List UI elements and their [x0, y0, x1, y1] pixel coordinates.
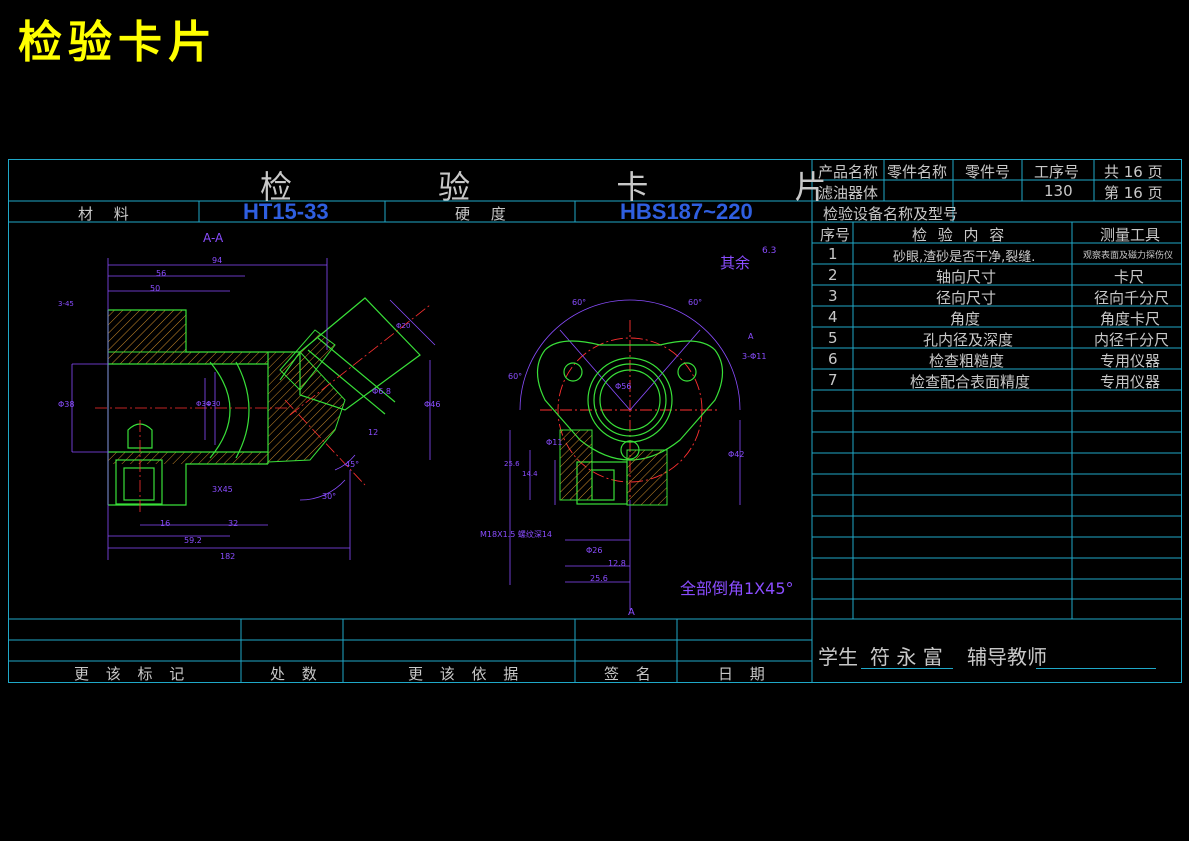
dimension-label: Φ20 [396, 322, 411, 330]
row-content: 检查粗糙度 [929, 352, 1005, 370]
equipment-label: 检验设备名称及型号 [823, 205, 959, 223]
inspection-card-frame [8, 159, 1182, 683]
table-header-content: 检 验 内 容 [912, 226, 1008, 244]
row-content: 检查配合表面精度 [910, 373, 1031, 391]
dimension-label: 30° [322, 492, 337, 501]
dimension-label: 60° [688, 298, 703, 307]
dimension-label: 12.8 [608, 559, 626, 568]
material-label: 材 料 [78, 205, 137, 223]
dimension-label: A [748, 332, 754, 341]
row-no: 3 [828, 287, 838, 305]
total-pages: 共 16 页 [1104, 163, 1163, 181]
footer-change-mark-label: 更 该 标 记 [74, 665, 191, 683]
hardness-value: HBS187~220 [620, 199, 753, 224]
part-name-label: 零件名称 [887, 163, 948, 181]
row-no: 5 [828, 329, 838, 347]
row-tool: 内径千分尺 [1094, 331, 1170, 349]
dimension-label: 50 [150, 284, 161, 293]
dimension-label: 25.6 [590, 574, 608, 583]
row-no: 7 [828, 371, 838, 389]
table-header-tool: 测量工具 [1100, 226, 1161, 244]
row-content: 孔内径及深度 [923, 331, 1014, 349]
dimension-label: 182 [220, 552, 236, 561]
end-view [509, 299, 741, 610]
dimension-label: 14.4 [522, 470, 538, 478]
dimension-label: Φ26 [586, 546, 603, 555]
footer-date-label: 日 期 [718, 665, 771, 683]
product-name-value: 滤油器体 [818, 184, 879, 202]
dimension-label: 3X45 [212, 485, 233, 494]
row-content: 径向尺寸 [936, 289, 997, 307]
roughness-note: 其余 [720, 254, 751, 272]
row-tool: 角度卡尺 [1100, 310, 1161, 328]
row-tool: 径向千分尺 [1094, 289, 1170, 307]
thread-note: M18X1.5 螺纹深14 [480, 530, 553, 539]
dimension-label: Φ6.8 [372, 387, 392, 396]
dimension-label: 25.6 [504, 460, 520, 468]
advisor-signature-line [1036, 668, 1156, 669]
dimension-label: Φ46 [424, 400, 441, 409]
student-signature-line [861, 668, 953, 669]
row-no: 4 [828, 308, 838, 326]
row-content: 角度 [950, 310, 981, 328]
row-tool: 卡尺 [1114, 268, 1145, 286]
dimension-label: 3-Φ11 [742, 352, 767, 361]
dimension-label: Φ38 [58, 400, 75, 409]
row-tool: 观察表面及磁力探伤仪 [1083, 251, 1174, 261]
product-name-label: 产品名称 [818, 163, 879, 181]
card-title: 检 验 卡 片 [260, 168, 895, 206]
roughness-value: 6.3 [762, 246, 777, 256]
material-value: HT15-33 [243, 199, 329, 224]
row-content: 轴向尺寸 [936, 268, 997, 286]
chamfer-note: 全部倒角1X45° [680, 579, 794, 598]
part-no-label: 零件号 [965, 163, 1011, 181]
process-no-label: 工序号 [1034, 163, 1080, 181]
row-no: 1 [828, 245, 838, 263]
dimension-label: Φ56 [615, 382, 632, 391]
student-label: 学生 [818, 645, 858, 669]
advisor-label: 辅导教师 [967, 645, 1047, 669]
dimension-label: 59.2 [184, 536, 202, 545]
footer-change-basis-label: 更 该 依 据 [408, 665, 525, 683]
dimension-label: 12 [368, 428, 379, 437]
row-no: 6 [828, 350, 838, 368]
dimension-label: 3-45 [58, 300, 74, 308]
row-tool: 专用仪器 [1100, 373, 1161, 391]
dimension-label: 60° [572, 298, 587, 307]
dimension-label: Φ42 [728, 450, 745, 459]
dimension-label: Φ11 [546, 438, 563, 447]
dimension-label: 32 [228, 519, 239, 528]
footer-signature-label: 签 名 [604, 665, 657, 683]
dimension-label: Φ34 [196, 400, 211, 408]
row-tool: 专用仪器 [1100, 352, 1161, 370]
dimension-label: Φ30 [206, 400, 221, 408]
section-view-aa [71, 258, 436, 560]
dimension-label: 56 [156, 269, 167, 278]
process-no-value: 130 [1044, 182, 1073, 200]
page-number: 第 16 页 [1104, 184, 1163, 202]
footer-count-label: 处 数 [270, 665, 323, 683]
dimension-label: 16 [160, 519, 171, 528]
dimension-label: 45° [345, 460, 360, 469]
row-no: 2 [828, 266, 838, 284]
student-name: 符 永 富 [870, 645, 943, 669]
dimension-label: 94 [212, 256, 223, 265]
hardness-label: 硬 度 [455, 205, 514, 223]
main-title: 检验卡片 [18, 17, 218, 68]
dimension-label: 60° [508, 372, 523, 381]
section-label: A-A [203, 231, 224, 245]
view-arrow-label: A [628, 607, 635, 618]
row-content: 砂眼,渣砂是否干净,裂缝. [893, 250, 1036, 265]
table-header-no: 序号 [820, 226, 851, 244]
